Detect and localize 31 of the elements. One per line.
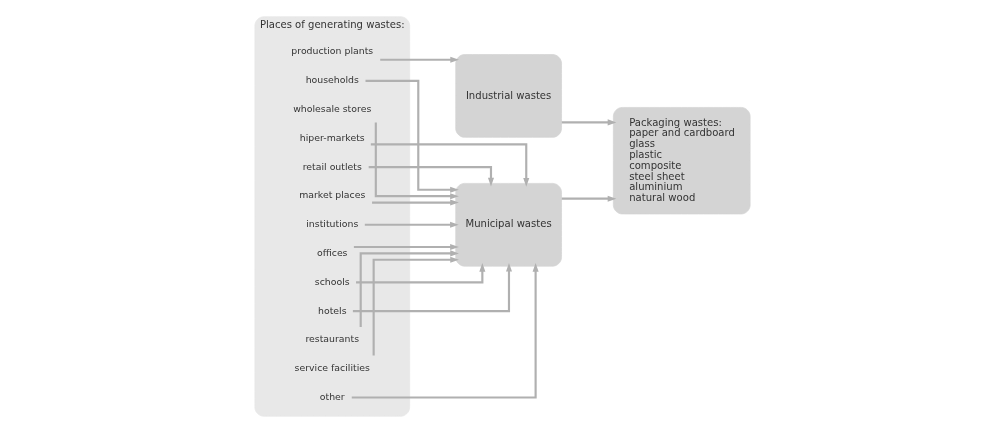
node-text: hotels [317, 304, 347, 316]
node-text: wholesale stores [292, 103, 371, 115]
node-text: households [305, 74, 359, 86]
arrow [379, 56, 459, 63]
node-text: hiper-markets [299, 131, 365, 143]
arrow [561, 119, 616, 126]
node-text: production plants [290, 45, 373, 57]
arrow [372, 256, 459, 356]
arrow [352, 262, 512, 313]
arrow [561, 195, 616, 202]
node-text: market places [298, 189, 365, 201]
node-text: retail outlets [302, 160, 362, 172]
node-text: other [319, 390, 345, 402]
arrow [353, 243, 459, 251]
node-box: Industrial wastes [454, 54, 562, 138]
arrow [351, 263, 539, 399]
arrow [365, 79, 459, 193]
node-box: Packaging wastes: paper and cardboard glass plastic composite steel sheet aluminium natural wood [612, 107, 750, 215]
arrow [364, 221, 459, 228]
node-text: schools [314, 275, 350, 287]
node-text: restaurants [304, 333, 359, 345]
node-text: institutions [305, 218, 358, 230]
arrow [374, 122, 459, 200]
arrow [371, 199, 459, 206]
arrow [359, 250, 459, 327]
node-box: Municipal wastes [454, 183, 562, 267]
arrow [355, 263, 485, 284]
arrow [370, 143, 529, 187]
arrow [368, 166, 494, 187]
node-text: service facilities [294, 362, 370, 374]
node-text: offices [316, 247, 348, 259]
